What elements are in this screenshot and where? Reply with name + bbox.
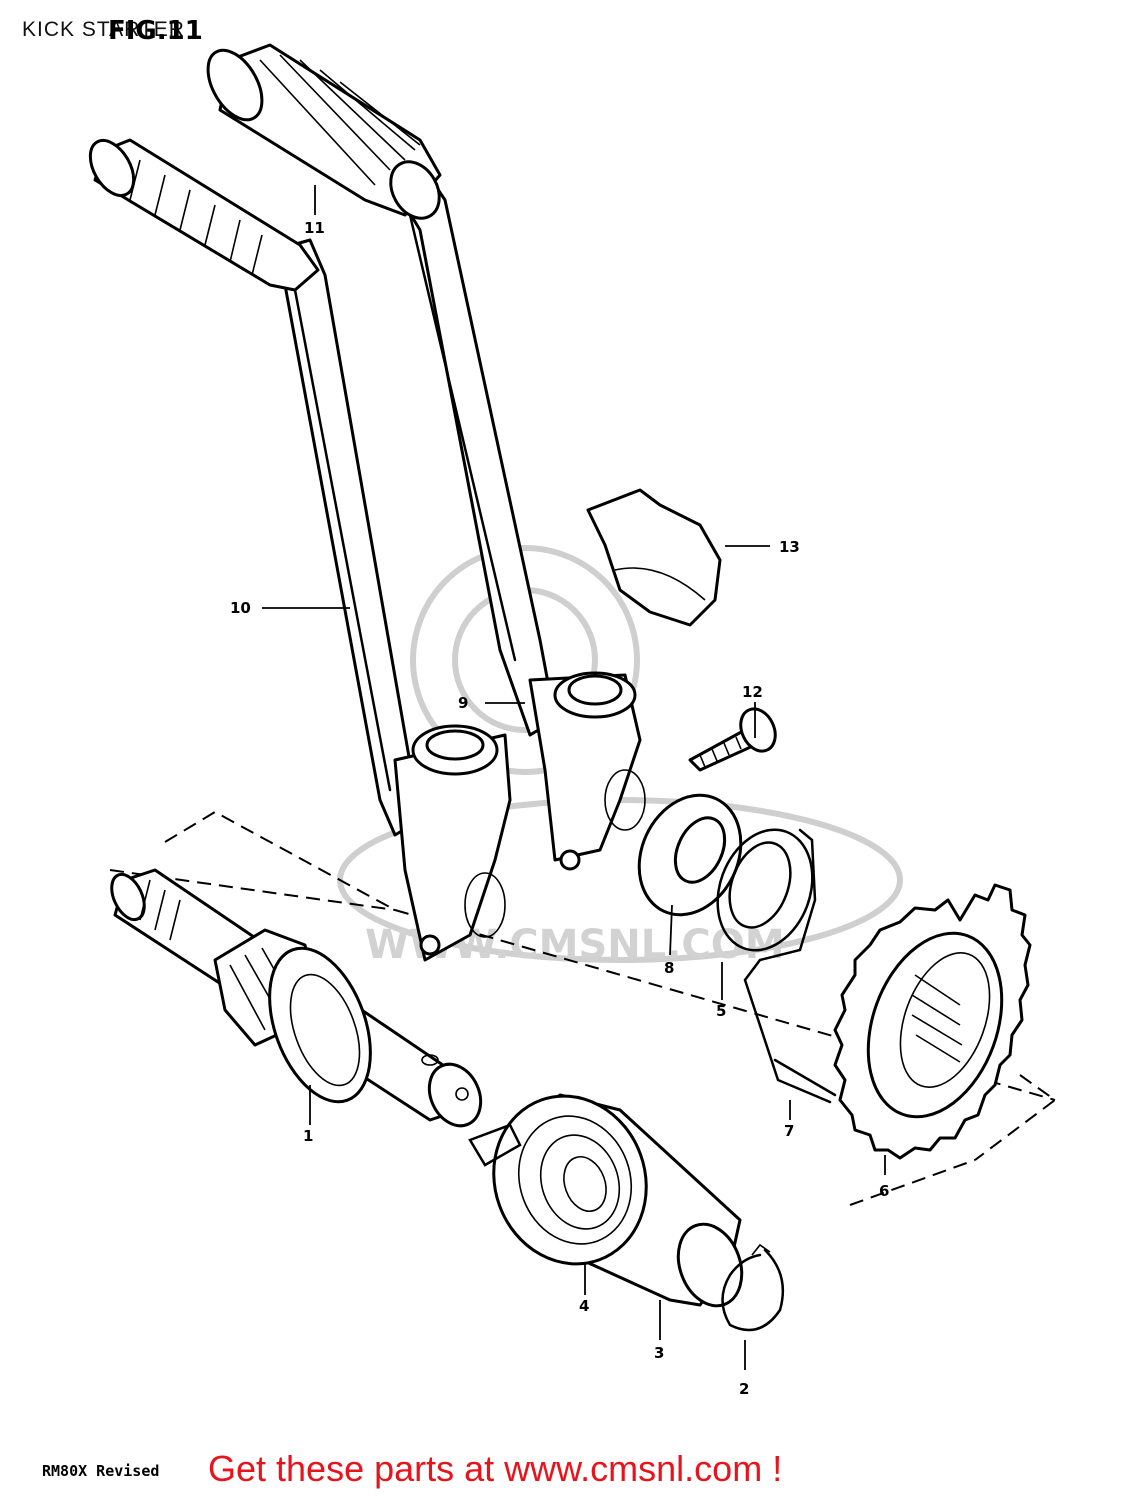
bolt bbox=[688, 707, 777, 772]
gear bbox=[833, 883, 1032, 1160]
circlip bbox=[721, 1243, 785, 1332]
callout-11: 11 bbox=[304, 219, 325, 237]
return-spring bbox=[716, 828, 837, 1104]
callout-2: 2 bbox=[739, 1380, 749, 1398]
kick-lever-lower bbox=[88, 138, 512, 962]
kick-lever-upper bbox=[206, 43, 646, 871]
callout-3: 3 bbox=[654, 1344, 664, 1362]
callout-1: 1 bbox=[303, 1127, 313, 1145]
model-revision-note: RM80X Revised bbox=[42, 1462, 160, 1480]
callout-9: 9 bbox=[458, 694, 468, 712]
washer bbox=[637, 793, 743, 917]
callout-7: 7 bbox=[784, 1122, 794, 1140]
boot-cover bbox=[586, 488, 722, 627]
callout-4: 4 bbox=[579, 1297, 589, 1315]
callout-12: 12 bbox=[742, 683, 763, 701]
callout-13: 13 bbox=[779, 538, 800, 556]
diagram-title: KICK STARTER bbox=[22, 18, 185, 41]
spring-drum bbox=[468, 1093, 744, 1308]
callout-10: 10 bbox=[230, 599, 251, 617]
callout-5: 5 bbox=[716, 1002, 726, 1020]
leader-lines bbox=[262, 185, 886, 1370]
parts-link-banner[interactable]: Get these parts at www.cmsnl.com ! bbox=[208, 1448, 783, 1489]
callout-6: 6 bbox=[879, 1182, 889, 1200]
callout-8: 8 bbox=[664, 959, 674, 977]
figure-number: FIG.11 bbox=[108, 16, 203, 46]
kick-shaft bbox=[110, 868, 483, 1128]
